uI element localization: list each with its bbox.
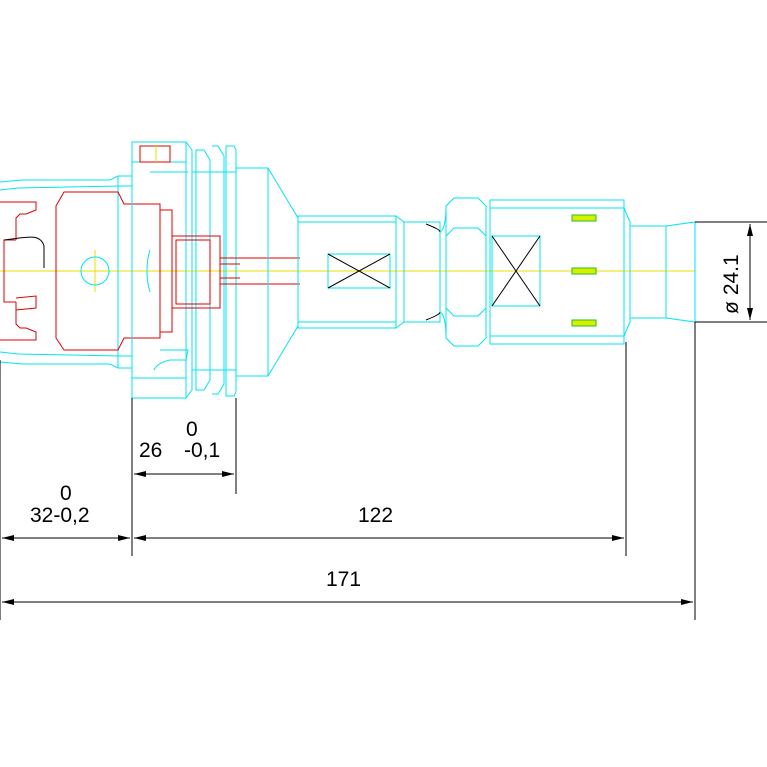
hex-nut — [439, 197, 487, 347]
dim-26-flange: 26 0 -0,1 — [134, 418, 234, 477]
dim-171-overall: 171 — [2, 568, 693, 605]
dim-diameter-text: ø24.1 — [720, 254, 743, 314]
body-section-a — [297, 215, 441, 329]
body-section-b — [489, 199, 625, 345]
dim-32-value-and-tol: 32-0,2 — [30, 504, 90, 527]
tool-shank — [0, 175, 132, 369]
extension-lines — [0, 221, 767, 620]
dim-diameter: ø24.1 — [720, 224, 753, 320]
flange — [131, 141, 237, 399]
pilot-pin — [171, 235, 300, 309]
dim-26-tol-upper: 0 — [186, 418, 198, 441]
cone-section — [236, 167, 299, 377]
dim-171-value: 171 — [326, 568, 361, 591]
dim-32-shank: 0 32-0,2 — [2, 482, 130, 541]
dim-26-tol-lower: -0,1 — [184, 439, 220, 462]
dim-32-tol-upper: 0 — [60, 482, 72, 505]
dim-122: 122 — [134, 504, 624, 541]
end-nozzle — [623, 207, 696, 337]
dim-122-value: 122 — [358, 504, 393, 527]
dim-26-value: 26 — [139, 439, 162, 462]
key-slot-curve — [3, 236, 45, 268]
